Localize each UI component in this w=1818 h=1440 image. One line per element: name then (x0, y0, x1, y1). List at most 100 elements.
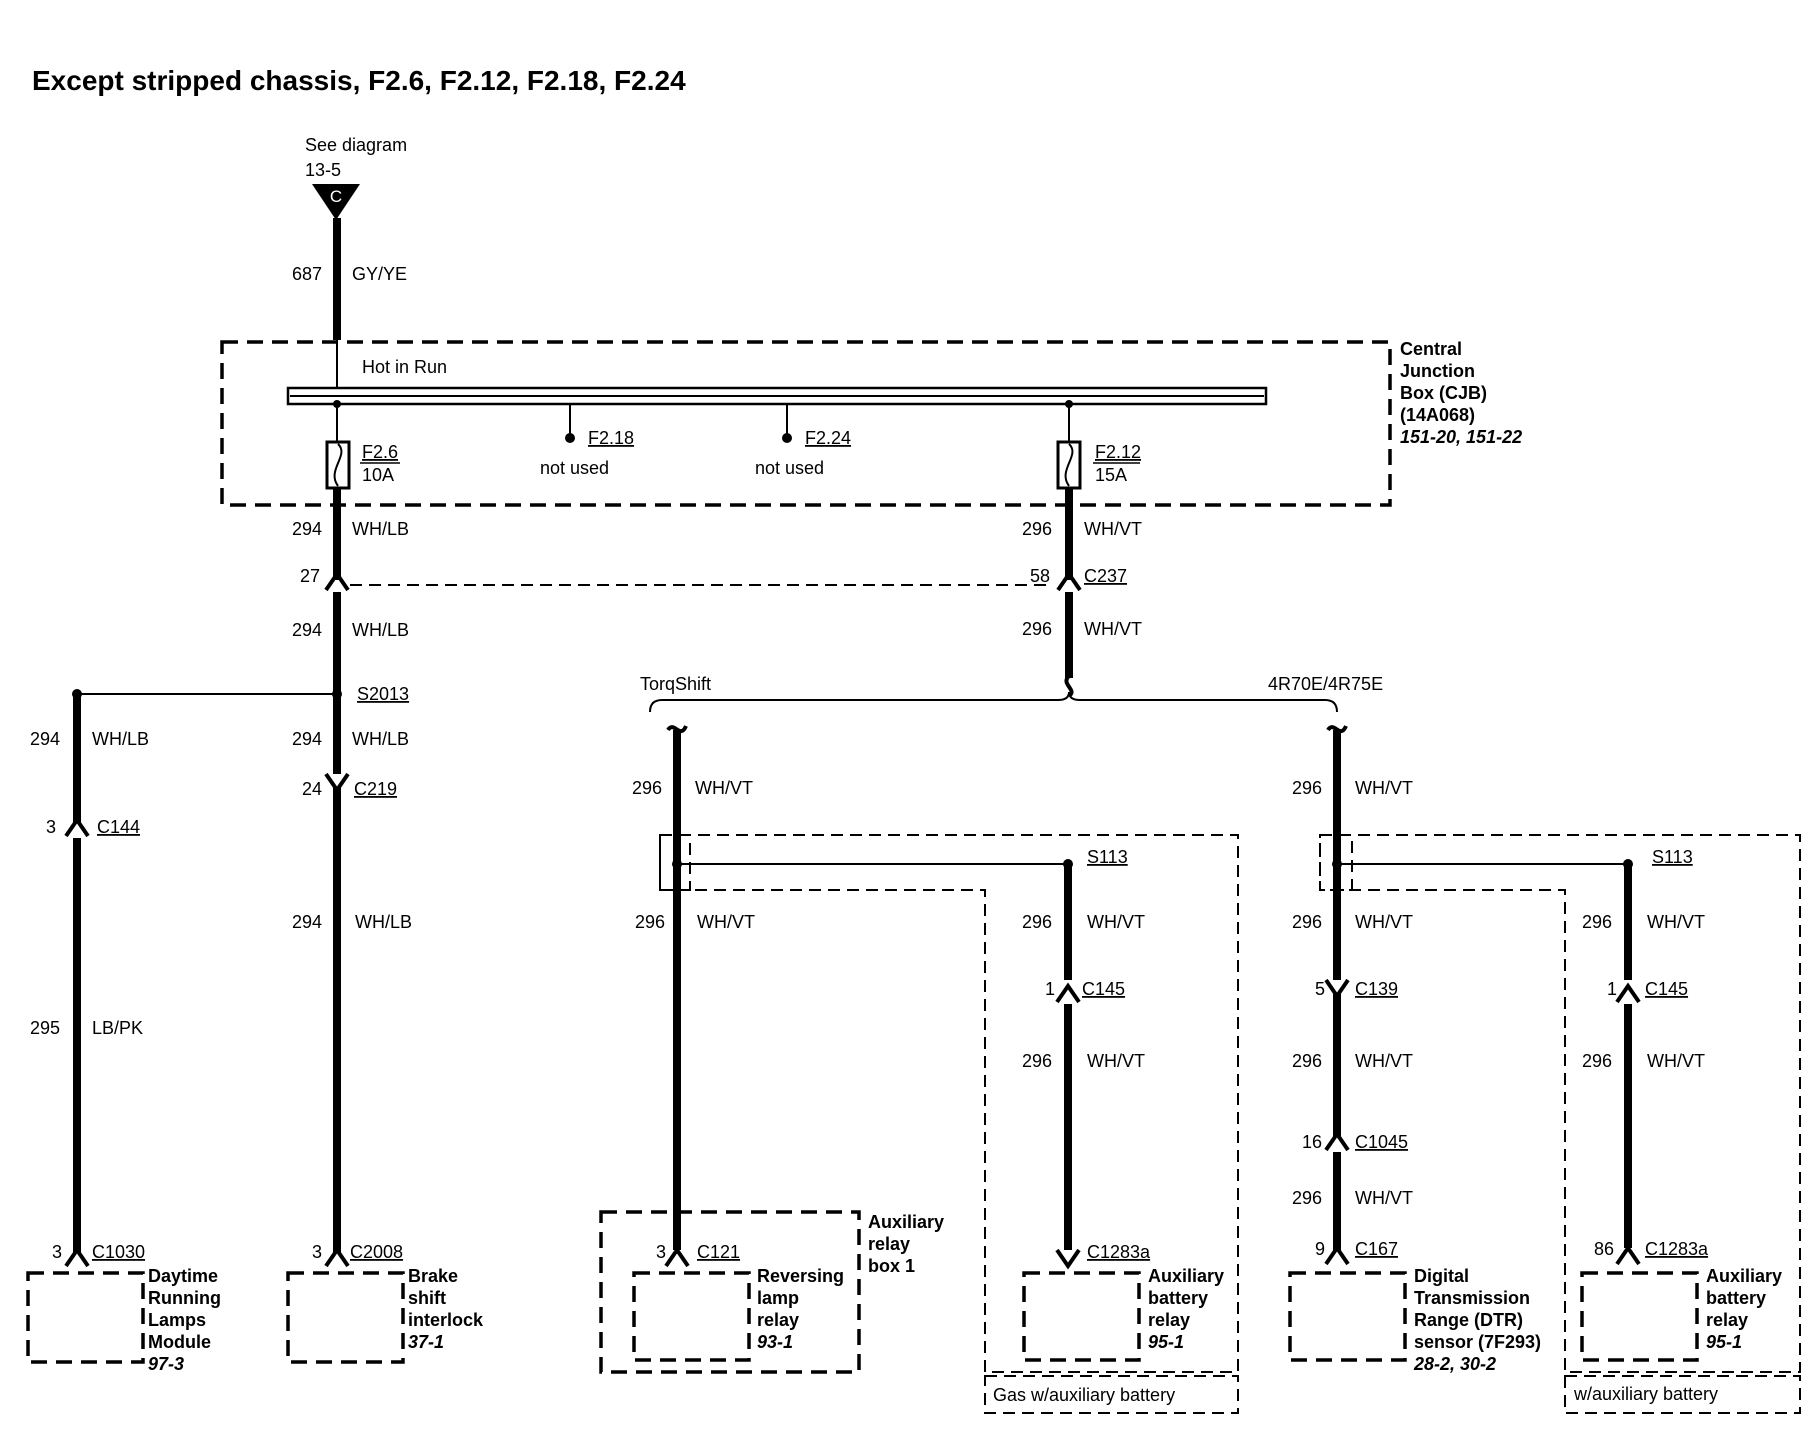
fuse-note: not used (540, 458, 609, 478)
wire-circuit: 296 (1582, 912, 1612, 932)
connector-arrow-icon (664, 1246, 690, 1268)
component-name: Running (148, 1288, 221, 1308)
connector-pin: 24 (302, 779, 322, 799)
connector-c145: C145 (1645, 979, 1688, 999)
cjb-name-line: Box (CJB) (1400, 383, 1487, 403)
wire-color: WH/LB (355, 912, 412, 932)
box-name: Auxiliary (868, 1212, 944, 1232)
connector-c145: C145 (1082, 979, 1125, 999)
source-letter: C (330, 187, 342, 206)
wire-color: WH/VT (1355, 912, 1413, 932)
wire-circuit: 294 (292, 620, 322, 640)
fuse-rating: 10A (362, 465, 394, 485)
fuse-f2-6: F2.6 10A (325, 400, 400, 490)
cjb-name-block: Central Junction Box (CJB) (14A068) 151-… (1400, 339, 1522, 447)
connector-c1283a: C1283a (1087, 1242, 1151, 1262)
component-ref: 28-2, 30-2 (1413, 1354, 1496, 1374)
fuse-f2-24: F2.24 not used (755, 404, 851, 478)
component-name: interlock (408, 1310, 484, 1330)
cjb-name-line: Junction (1400, 361, 1475, 381)
wire-circuit: 296 (1582, 1051, 1612, 1071)
connector-c139: C139 (1355, 979, 1398, 999)
wire-color: WH/VT (1355, 1188, 1413, 1208)
connector-pin: 1 (1045, 979, 1055, 999)
connector-pin: 3 (312, 1242, 322, 1262)
connector-arrow-icon (64, 1246, 90, 1268)
component-name: Transmission (1414, 1288, 1530, 1308)
connector-c1045: C1045 (1355, 1132, 1408, 1152)
auxiliary-relay-box-1 (599, 1210, 861, 1374)
wire-circuit: 296 (1022, 1051, 1052, 1071)
wire-break-icon (1326, 725, 1348, 734)
wire-color: WH/VT (1355, 1051, 1413, 1071)
component-name: Range (DTR) (1414, 1310, 1523, 1330)
connector-arrow-icon (1055, 982, 1081, 1004)
splice-outline (1319, 834, 1353, 891)
tap-dot (782, 433, 792, 443)
splice-s113: S113 (1652, 847, 1693, 867)
wire-circuit: 296 (632, 778, 662, 798)
wire-color: WH/VT (697, 912, 755, 932)
fuse-note: not used (755, 458, 824, 478)
wire-color: WH/LB (352, 729, 409, 749)
fuse-id: F2.6 (362, 442, 398, 462)
connector-arrow-icon (324, 772, 350, 794)
wire-circuit: 296 (1292, 778, 1322, 798)
component-name: Brake (408, 1266, 458, 1286)
component-name: shift (408, 1288, 446, 1308)
component-name: battery (1706, 1288, 1766, 1308)
connector-pin: 3 (52, 1242, 62, 1262)
option-label-box (984, 1375, 1239, 1414)
component-name: relay (1706, 1310, 1748, 1330)
connector-pin: 27 (300, 566, 320, 586)
component-ref: 93-1 (757, 1332, 793, 1352)
connector-arrow-icon (1324, 1130, 1350, 1152)
component-name: relay (757, 1310, 799, 1330)
component-name: Reversing (757, 1266, 844, 1286)
fuse-f2-18: F2.18 not used (540, 404, 634, 478)
option-w-aux-battery: w/auxiliary battery (1573, 1384, 1718, 1404)
wire-color: WH/VT (1647, 1051, 1705, 1071)
wire-circuit: 296 (1292, 1188, 1322, 1208)
connector-arrow-icon (1324, 978, 1350, 1000)
connector-arrow-icon (1615, 982, 1641, 1004)
option-label-box (1564, 1375, 1801, 1414)
wire-break-icon (1064, 674, 1074, 698)
diagram-title: Except stripped chassis, F2.6, F2.12, F2… (32, 65, 686, 96)
connector-pin: 9 (1315, 1239, 1325, 1259)
component-name: Lamps (148, 1310, 206, 1330)
splice-dot (1332, 859, 1342, 869)
splice-s113: S113 (1087, 847, 1128, 867)
cjb-refs: 151-20, 151-22 (1400, 427, 1522, 447)
splice-s2013: S2013 (357, 684, 409, 704)
wire-circuit: 294 (292, 729, 322, 749)
wire-color: WH/VT (1087, 912, 1145, 932)
wire-color: WH/VT (1647, 912, 1705, 932)
component-name: Auxiliary (1148, 1266, 1224, 1286)
component-name: lamp (757, 1288, 799, 1308)
component-dtr-sensor (1288, 1271, 1407, 1362)
bus-tap-dot (1065, 400, 1073, 408)
component-name: battery (1148, 1288, 1208, 1308)
box-name: box 1 (868, 1256, 915, 1276)
cjb-name-line: (14A068) (1400, 405, 1475, 425)
splice-dot (672, 859, 682, 869)
connector-c237: C237 (1084, 566, 1127, 586)
component-auxiliary-battery-relay (1022, 1271, 1141, 1362)
fuse-element-icon (1064, 443, 1074, 487)
option-torqshift: TorqShift (640, 674, 711, 694)
wire-color: LB/PK (92, 1018, 143, 1038)
feed-wire-circuit: 687 (292, 264, 322, 284)
fuse-element-icon (333, 443, 343, 487)
option-brace (649, 691, 1338, 713)
connector-pin: 16 (1302, 1132, 1322, 1152)
wire-circuit: 294 (292, 912, 322, 932)
connector-arrow-icon (1324, 1244, 1350, 1266)
component-ref: 37-1 (408, 1332, 444, 1352)
connector-c219: C219 (354, 779, 397, 799)
component-name: sensor (7F293) (1414, 1332, 1541, 1352)
connector-arrow-icon (1055, 1248, 1081, 1270)
bus-tap-dot (333, 400, 341, 408)
wire-color: WH/VT (1087, 1051, 1145, 1071)
